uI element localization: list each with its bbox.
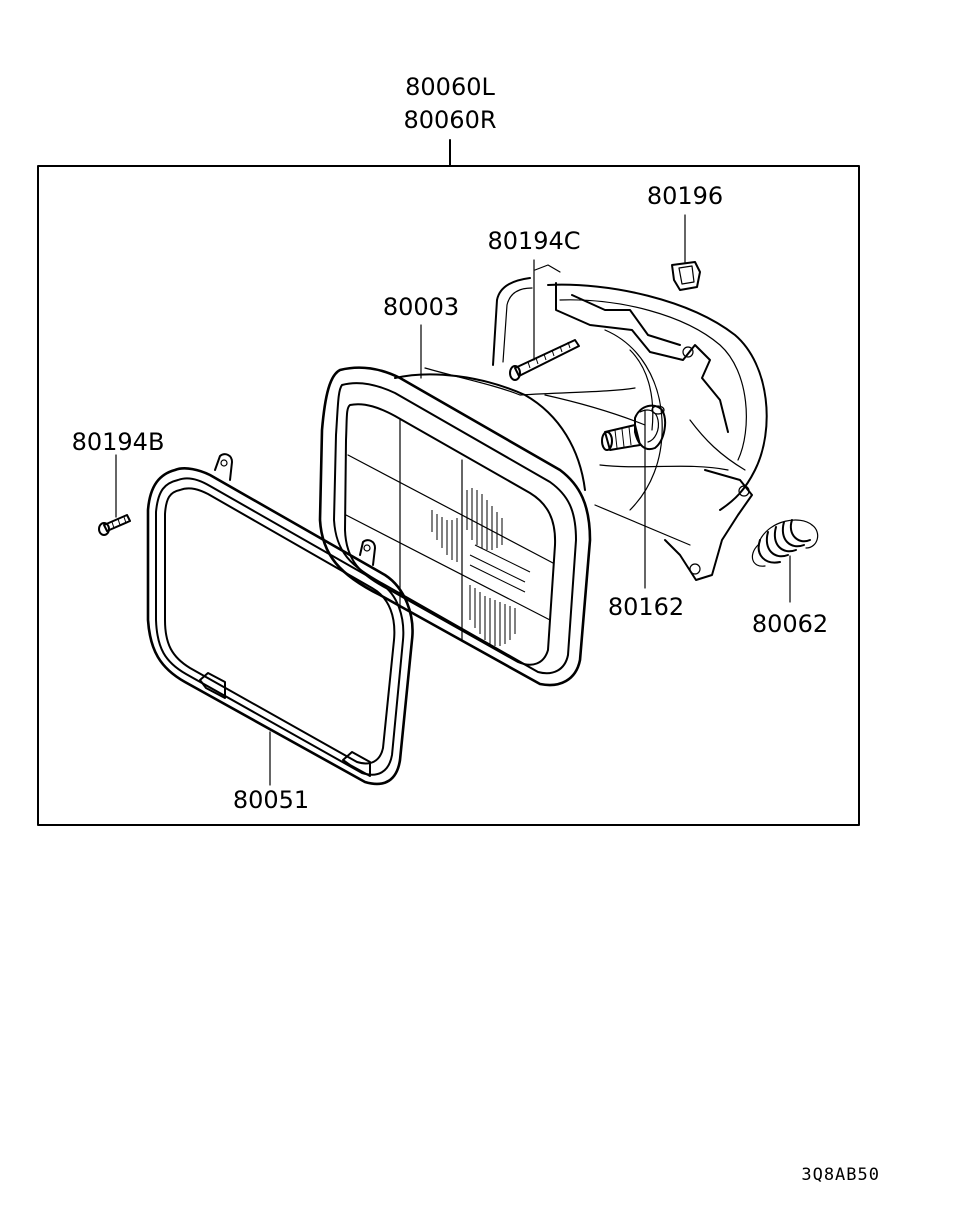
lens-optic-hatching — [431, 488, 531, 646]
headlamp-unit — [318, 324, 592, 687]
assembly-frame — [37, 165, 860, 826]
spring — [751, 519, 819, 603]
bezel-frame — [146, 453, 414, 786]
clip-nut — [671, 214, 701, 291]
label-bulb: 80162 — [608, 593, 684, 621]
label-bracket-bolt: 80194C — [487, 227, 580, 255]
label-spring: 80062 — [752, 610, 828, 638]
diagram-code: 3Q8AB50 — [801, 1165, 880, 1185]
bracket-bolt — [509, 259, 580, 381]
bulb — [601, 404, 667, 589]
label-clip-nut: 80196 — [647, 182, 723, 210]
label-bezel-frame: 80051 — [233, 786, 309, 814]
label-screw: 80194B — [72, 428, 165, 456]
label-assembly-right: 80060R — [403, 106, 496, 134]
label-headlamp-unit: 80003 — [383, 293, 459, 321]
headlamp-housing — [492, 264, 768, 581]
screw — [98, 454, 131, 536]
label-assembly-left: 80060L — [405, 73, 495, 101]
